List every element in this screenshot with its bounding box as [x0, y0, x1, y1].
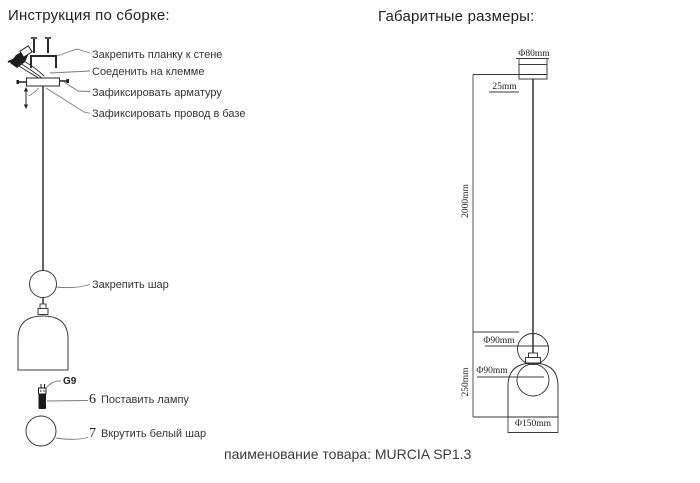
assembly-title: Инструкция по сборке: — [8, 7, 170, 24]
mounting-screws-drawing — [31, 37, 51, 53]
step-label-connect-terminal: Соеденить на клемме — [92, 66, 205, 78]
glass-ball-outline — [29, 270, 57, 298]
dome-shade-outline — [17, 315, 69, 371]
cord-length-label: 2000mm — [461, 184, 471, 218]
dimensions-title: Габаритные размеры: — [378, 8, 535, 25]
lamp-section-height-label: 250mm — [461, 367, 471, 397]
step-number: 7 — [89, 426, 96, 441]
shade-diameter-label: Φ150mm — [515, 419, 551, 429]
step-number: 6 — [89, 392, 96, 407]
step-label-fix-armature: Зафиксировать арматуру — [92, 87, 222, 99]
dome-dimension-outline — [507, 362, 559, 418]
assembly-drawing — [7, 37, 91, 447]
shade-diameter-lines — [507, 417, 559, 433]
dimension-lines — [472, 74, 519, 418]
step-label-fix-ball: Закрепить шар — [92, 279, 169, 291]
inner-ball-diameter-label: Φ90mm — [476, 366, 508, 376]
canopy-diameter-label: Φ80mm — [518, 49, 550, 59]
inner-ball-outline — [516, 363, 550, 397]
wall-strap-drawing — [30, 55, 57, 68]
canopy-bar-drawing — [16, 77, 69, 87]
step-label-fix-wire: Зафиксировать провод в базе — [92, 108, 246, 120]
white-ball-outline — [25, 415, 57, 447]
socket-connector-drawing — [37, 303, 49, 315]
top-ball-outline — [517, 333, 549, 365]
step-row-screw-ball: 7 Вкрутить белый шар — [89, 426, 206, 442]
g9-bulb-drawing — [38, 384, 47, 409]
step-label-fix-strap: Закрепить планку к стене — [92, 49, 223, 61]
socket-dimension-drawing — [525, 352, 541, 364]
dimension-drawing — [472, 58, 559, 433]
bulb-type-label: G9 — [63, 376, 77, 387]
canopy-height-label: 25mm — [492, 82, 517, 92]
step-row-insert-lamp: 6 Поставить лампу — [89, 392, 189, 408]
step-label-screw-ball: Вкрутить белый шар — [101, 428, 207, 440]
terminal-clamp-drawing — [7, 45, 33, 68]
step-label-insert-lamp: Поставить лампу — [101, 394, 189, 406]
leader-lines — [45, 48, 91, 440]
top-ball-diameter-label: Φ90mm — [483, 336, 515, 346]
adjust-arrow-icon — [23, 87, 40, 109]
product-name: паименование товара: MURCIA SP1.3 — [224, 446, 472, 462]
